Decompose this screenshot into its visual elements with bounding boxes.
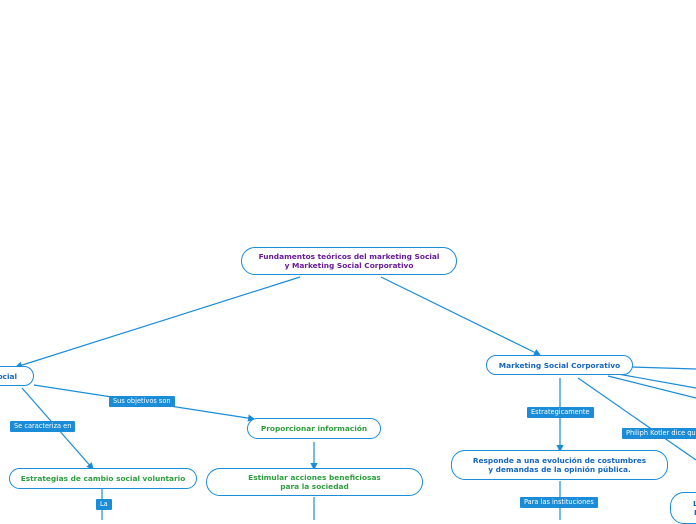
- tag-estrategicamente: Estrategicamente: [527, 407, 594, 418]
- node-estrategias-cambio-social[interactable]: Estrategias de cambio social voluntario: [9, 468, 197, 489]
- tag-kotler: Philiph Kotler dice que: [622, 428, 696, 439]
- edge-right-off-2: [617, 373, 696, 389]
- node-responde-evolucion[interactable]: Responde a una evolución de costumbres y…: [451, 450, 668, 480]
- edge-root-right: [380, 276, 542, 356]
- edge-right-off-4: [577, 377, 696, 461]
- tag-se-caracteriza: Se caracteriza en: [10, 421, 76, 432]
- topic-node-label: ocial: [0, 371, 17, 381]
- topic-node-marketing-social-corporativo[interactable]: Marketing Social Corporativo: [486, 355, 633, 375]
- edge-right-off-1: [631, 366, 696, 370]
- tag-la: La: [96, 499, 112, 510]
- root-node-label: Fundamentos teóricos del marketing Socia…: [258, 252, 440, 270]
- node-label: Estrategias de cambio social voluntario: [20, 474, 186, 483]
- node-partial-right[interactable]: L I: [670, 492, 696, 524]
- node-label: L I: [693, 499, 696, 517]
- node-label: Proporcionar información: [260, 424, 368, 433]
- root-node[interactable]: Fundamentos teóricos del marketing Socia…: [241, 247, 457, 275]
- node-proporcionar-informacion[interactable]: Proporcionar información: [247, 418, 381, 439]
- tag-para-instituciones: Para las instituciones: [520, 497, 598, 508]
- tag-sus-objetivos: Sus objetivos son: [109, 396, 175, 407]
- node-estimular-acciones[interactable]: Estimular acciones beneficiosas para la …: [206, 468, 423, 496]
- topic-node-label: Marketing Social Corporativo: [498, 360, 621, 370]
- node-label: Estimular acciones beneficiosas para la …: [248, 473, 381, 491]
- topic-node-marketing-social[interactable]: ocial: [0, 366, 34, 386]
- edge-root-left: [14, 276, 301, 369]
- node-label: Responde a una evolución de costumbres y…: [472, 456, 647, 474]
- edge-right-off-3: [607, 375, 696, 399]
